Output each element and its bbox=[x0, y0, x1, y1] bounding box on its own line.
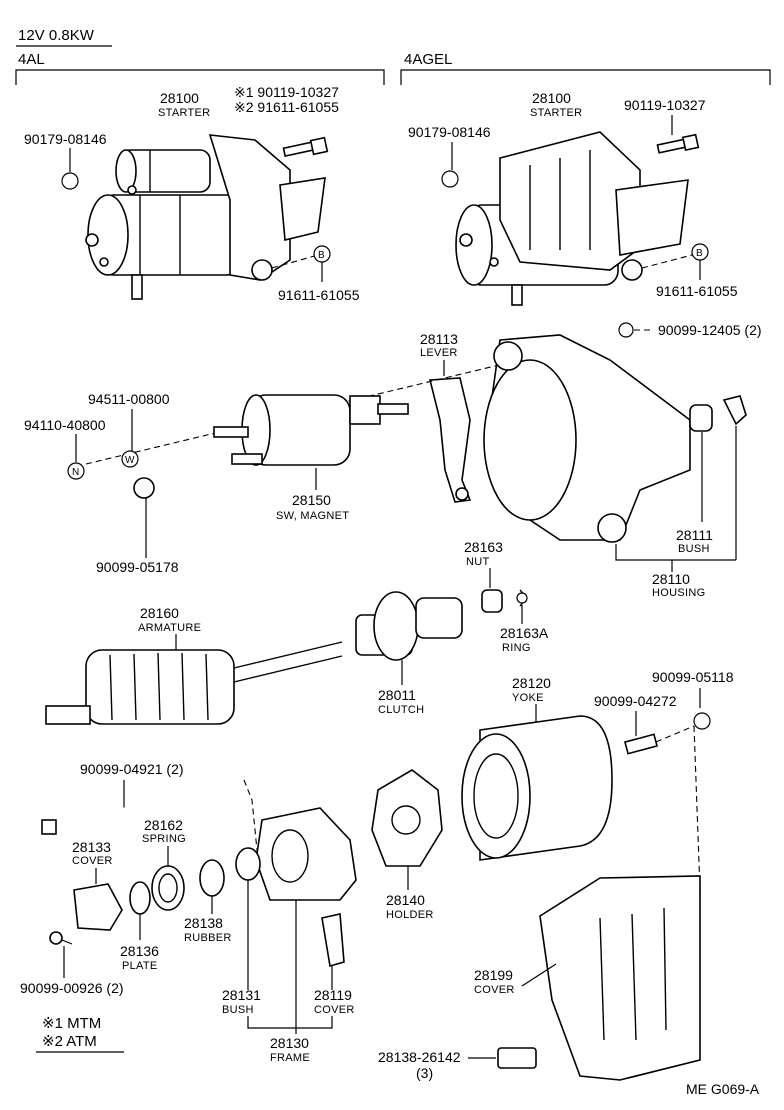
symbol-b-a: B bbox=[318, 250, 325, 261]
part-name-nut: NUT bbox=[466, 556, 490, 568]
part-num-28136: 28136 bbox=[120, 943, 159, 959]
part-name-armature: ARMATURE bbox=[138, 622, 201, 634]
variant-4al: 4AL bbox=[18, 51, 45, 68]
symbol-b-b: B bbox=[696, 248, 703, 259]
part-num-90099-00926: 90099-00926 (2) bbox=[20, 980, 124, 996]
part-name-starter-b: STARTER bbox=[530, 107, 582, 119]
part-num-28199: 28199 bbox=[474, 967, 513, 983]
magnet-switch bbox=[213, 394, 409, 466]
part-name-clutch: CLUTCH bbox=[378, 704, 424, 716]
part-num-28110: 28110 bbox=[652, 571, 690, 587]
part-name-cover-1: COVER bbox=[72, 855, 113, 867]
part-name-bush-1: BUSH bbox=[678, 543, 710, 555]
through-bolt bbox=[41, 778, 245, 835]
part-num-28140: 28140 bbox=[386, 892, 425, 908]
commutator-frame bbox=[235, 807, 357, 901]
part-name-housing: HOUSING bbox=[652, 587, 705, 599]
part-num-28100-b: 28100 bbox=[532, 90, 571, 106]
part-name-starter-a: STARTER bbox=[158, 107, 210, 119]
part-num-28113: 28113 bbox=[420, 331, 458, 347]
part-num-94110: 94110-40800 bbox=[24, 417, 106, 433]
part-num-28150: 28150 bbox=[292, 492, 331, 508]
part-name-cover-3: COVER bbox=[474, 984, 515, 996]
armature-clutch-group: 28163 NUT 28163A RING 28011 CLUTCH 28160… bbox=[45, 539, 549, 725]
part-num-28162: 28162 bbox=[144, 817, 183, 833]
part-name-bush-2: BUSH bbox=[222, 1004, 254, 1016]
part-name-frame: FRAME bbox=[270, 1052, 310, 1064]
part-num-90179-a: 90179-08146 bbox=[24, 131, 107, 147]
note2-part: ※2 91611-61055 bbox=[234, 99, 339, 115]
yoke bbox=[461, 715, 613, 861]
legend-mtm: ※1 MTM bbox=[42, 1015, 101, 1032]
part-name-yoke: YOKE bbox=[512, 692, 544, 704]
spec-title: 12V 0.8KW bbox=[18, 27, 95, 44]
part-name-rubber: RUBBER bbox=[184, 932, 232, 944]
part-name-ring: RING bbox=[502, 642, 531, 654]
part-num-90119-b: 90119-10327 bbox=[624, 97, 706, 113]
brush-holder bbox=[371, 769, 443, 867]
part-num-28138: 28138 bbox=[184, 915, 223, 931]
legend-atm: ※2 ATM bbox=[42, 1033, 97, 1050]
clutch bbox=[355, 591, 463, 661]
part-num-90099-12405: 90099-12405 (2) bbox=[658, 322, 762, 338]
armature bbox=[45, 641, 343, 725]
part-num-28119: 28119 bbox=[314, 987, 352, 1003]
bolt-90099-04272 bbox=[623, 733, 659, 755]
part-num-28160: 28160 bbox=[140, 605, 179, 621]
part-name-holder: HOLDER bbox=[386, 909, 434, 921]
part-qty-3: (3) bbox=[416, 1065, 433, 1081]
part-name-plate: PLATE bbox=[122, 960, 158, 972]
housing bbox=[483, 334, 691, 543]
symbol-n: N bbox=[72, 467, 79, 478]
part-num-90099-05118: 90099-05118 bbox=[652, 669, 734, 685]
part-num-28100-a: 28100 bbox=[160, 90, 199, 106]
part-num-28130: 28130 bbox=[270, 1035, 309, 1051]
bolt-90119-b bbox=[656, 133, 700, 154]
part-num-28138-26142: 28138-26142 bbox=[378, 1049, 461, 1065]
part-num-90179-b: 90179-08146 bbox=[408, 124, 491, 140]
part-num-90099-05178: 90099-05178 bbox=[96, 559, 179, 575]
part-num-91611-b: 91611-61055 bbox=[656, 283, 738, 299]
part-num-28120: 28120 bbox=[512, 675, 551, 691]
part-name-sw-magnet: SW, MAGNET bbox=[276, 510, 349, 522]
starter-assembly-4al: 28100 STARTER ※1 90119-10327 ※2 91611-61… bbox=[24, 84, 360, 303]
variant-4agel: 4AGEL bbox=[404, 51, 452, 68]
part-num-28011: 28011 bbox=[378, 687, 416, 703]
part-num-28131: 28131 bbox=[222, 987, 261, 1003]
starter-assembly-4agel: 28100 STARTER 90119-10327 90179-08146 B … bbox=[408, 90, 738, 306]
part-name-cover-2: COVER bbox=[314, 1004, 355, 1016]
part-num-28163: 28163 bbox=[464, 539, 503, 555]
symbol-w: W bbox=[125, 455, 135, 466]
part-num-90099-04272: 90099-04272 bbox=[594, 693, 677, 709]
footer-code: ME G069-A bbox=[686, 1081, 760, 1097]
part-num-91611-a: 91611-61055 bbox=[278, 287, 360, 303]
part-num-94511: 94511-00800 bbox=[88, 391, 170, 407]
magnet-lever-housing-group: 90099-12405 (2) 28113 LEVER 94511-00800 … bbox=[24, 322, 762, 599]
bolt-90119-a bbox=[282, 136, 329, 157]
starter-cover bbox=[539, 875, 701, 1081]
part-name-spring: SPRING bbox=[142, 833, 186, 845]
part-num-90099-04921: 90099-04921 (2) bbox=[80, 761, 184, 777]
part-num-28111: 28111 bbox=[676, 527, 713, 543]
yoke-frame-group: 28120 YOKE 90099-05118 90099-04272 28140… bbox=[20, 669, 734, 1081]
part-name-lever: LEVER bbox=[420, 347, 458, 359]
note1-part: ※1 90119-10327 bbox=[234, 84, 339, 100]
part-num-28163a: 28163A bbox=[500, 625, 549, 641]
part-num-28133: 28133 bbox=[72, 839, 111, 855]
